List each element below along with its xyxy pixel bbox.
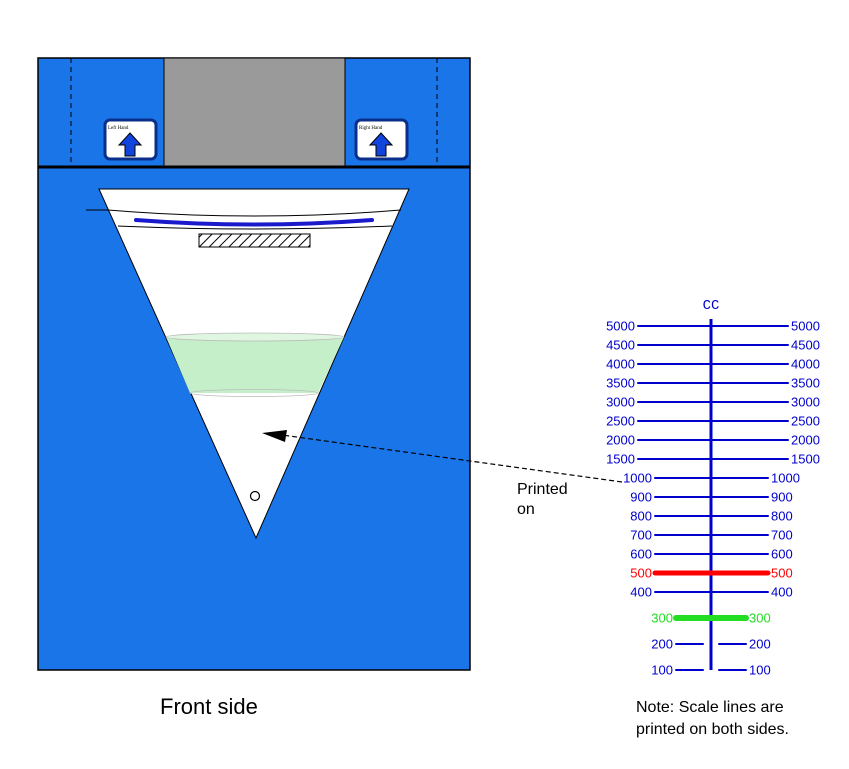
scale-label-left: 3500	[606, 376, 635, 391]
left-hand-label: Left Hand	[108, 126, 129, 131]
up-arrow-icon	[368, 132, 394, 157]
volume-scale: cc 5000 5000 4500 4500 4000 4000 3500 3500 3000 3…	[606, 298, 820, 678]
pointer-dashed-line	[281, 434, 623, 483]
adhesive-strip	[198, 233, 311, 248]
scale-label-left: 900	[630, 490, 652, 505]
right-hand-marker: Right Hand	[354, 118, 409, 161]
scale-label-right: 1500	[791, 452, 820, 467]
scale-label-left: 2000	[606, 433, 635, 448]
scale-label-right: 700	[771, 528, 793, 543]
up-arrow-icon	[117, 132, 143, 157]
fluid-fill-band	[166, 337, 344, 393]
scale-label-left: 4500	[606, 338, 635, 353]
scale-label-left: 600	[630, 547, 652, 562]
fluid-top-surface	[165, 332, 345, 342]
rim-curve-upper	[107, 209, 402, 217]
scale-label-right: 600	[771, 547, 793, 562]
scale-label-left: 400	[630, 585, 652, 600]
scale-label-left: 700	[630, 528, 652, 543]
scale-label-left: 800	[630, 509, 652, 524]
scale-label-left: 1000	[623, 471, 652, 486]
fluid-bottom-surface	[189, 389, 319, 397]
scale-unit-label: cc	[703, 298, 720, 314]
scale-label-left: 2500	[606, 414, 635, 429]
front-side-caption: Front side	[160, 694, 258, 719]
scale-label-right: 4500	[791, 338, 820, 353]
bag-front-view: Left Hand Right Hand	[37, 57, 471, 671]
right-hand-label: Right Hand	[359, 126, 383, 131]
scale-label-left: 300	[651, 611, 673, 626]
printed-on-label: Printed on	[517, 481, 568, 518]
scale-label-right: 100	[749, 663, 771, 678]
scale-label-right: 800	[771, 509, 793, 524]
scale-label-left: 100	[651, 663, 673, 678]
scale-label-right: 3500	[791, 376, 820, 391]
rim-curve-lower	[117, 225, 393, 230]
scale-note: Note: Scale lines are printed on both si…	[636, 699, 789, 738]
collection-funnel	[86, 188, 410, 540]
scale-label-left: 200	[651, 637, 673, 652]
left-hand-marker: Left Hand	[103, 118, 158, 161]
scale-label-right: 2000	[791, 433, 820, 448]
scale-label-left: 1500	[606, 452, 635, 467]
scale-label-left: 3000	[606, 395, 635, 410]
blue-wire-strip	[134, 218, 374, 227]
scale-label-right: 900	[771, 490, 793, 505]
scale-label-right: 4000	[791, 357, 820, 372]
scale-label-right: 200	[749, 637, 771, 652]
printed-on-pointer	[262, 430, 623, 483]
scale-label-right: 5000	[791, 319, 820, 334]
scale-label-right: 300	[749, 611, 771, 626]
viewing-window	[163, 57, 346, 167]
scale-label-right: 2500	[791, 414, 820, 429]
scale-label-left: 4000	[606, 357, 635, 372]
drain-hole	[249, 490, 261, 502]
scale-label-left: 5000	[606, 319, 635, 334]
scale-label-left: 500	[630, 566, 652, 581]
arrowhead	[262, 430, 287, 442]
scale-label-right: 400	[771, 585, 793, 600]
scale-label-right: 3000	[791, 395, 820, 410]
scale-label-right: 1000	[771, 471, 800, 486]
scale-label-right: 500	[771, 566, 793, 581]
